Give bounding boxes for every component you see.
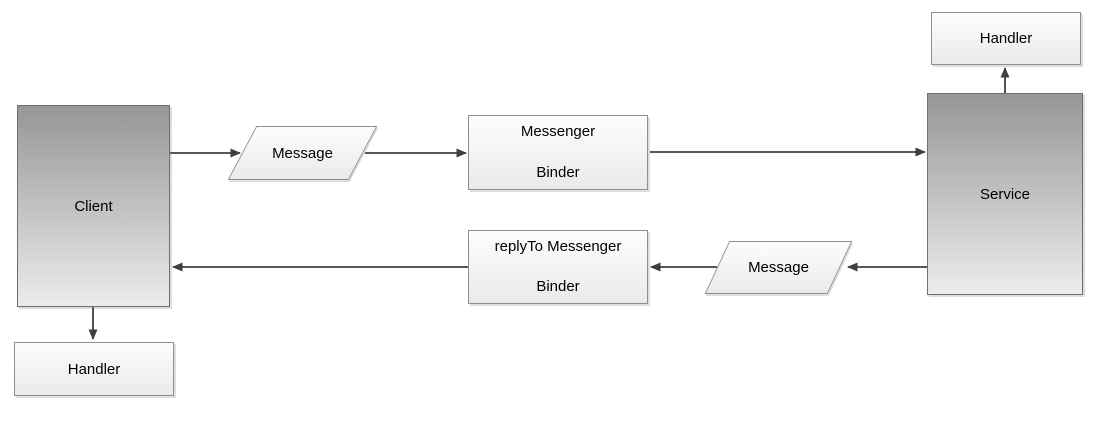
node-message-request: Message — [227, 126, 378, 180]
node-message-request-label: Message — [272, 144, 333, 162]
node-client-label: Client — [74, 197, 113, 215]
node-messenger-binder: Messenger Binder — [468, 115, 648, 190]
node-messenger-binder-line1: Messenger — [520, 123, 596, 140]
node-client-handler-label: Handler — [67, 360, 121, 378]
node-replyto-messenger-binder: replyTo Messenger Binder — [468, 230, 648, 304]
node-service-handler: Handler — [931, 12, 1081, 65]
node-message-reply: Message — [704, 241, 853, 294]
node-service-handler-label: Handler — [979, 30, 1033, 47]
node-service-label: Service — [979, 185, 1031, 203]
node-messenger-binder-line2: Binder — [536, 164, 580, 181]
node-client-handler: Handler — [14, 342, 174, 396]
node-message-reply-label: Message — [748, 259, 809, 276]
node-replyto-messenger-binder-line2: Binder — [536, 278, 580, 295]
node-replyto-messenger-binder-line1: replyTo Messenger — [494, 238, 622, 255]
node-client: Client — [17, 105, 170, 307]
node-service: Service — [927, 93, 1083, 295]
